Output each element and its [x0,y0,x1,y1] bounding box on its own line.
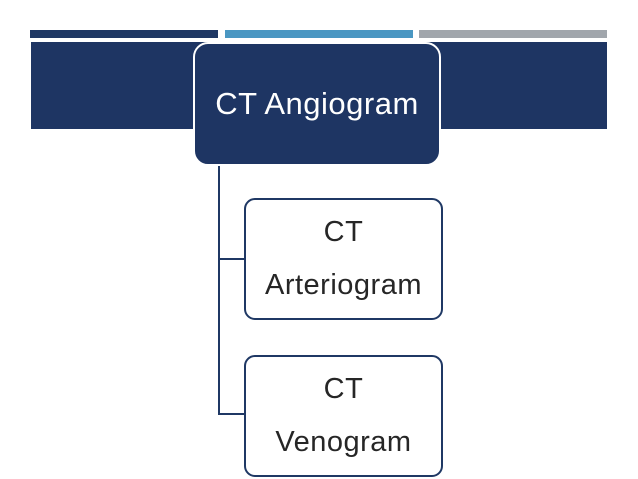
accent-bar-gray [419,30,607,38]
diagram-node-ct-arteriogram: CT Arteriogram [244,198,443,320]
node-label-ct-arteriogram: CT Arteriogram [265,216,422,301]
diagram-node-ct-angiogram: CT Angiogram [193,42,441,166]
connector-vertical-line [218,165,220,415]
connector-elbow-venogram [218,413,245,415]
diagram-node-ct-venogram: CT Venogram [244,355,443,477]
accent-bar-blue [225,30,413,38]
accent-bar-navy [30,30,218,38]
connector-elbow-arteriogram [218,258,245,260]
node-label-ct-venogram: CT Venogram [275,373,412,458]
node-label-ct-angiogram: CT Angiogram [215,86,419,121]
